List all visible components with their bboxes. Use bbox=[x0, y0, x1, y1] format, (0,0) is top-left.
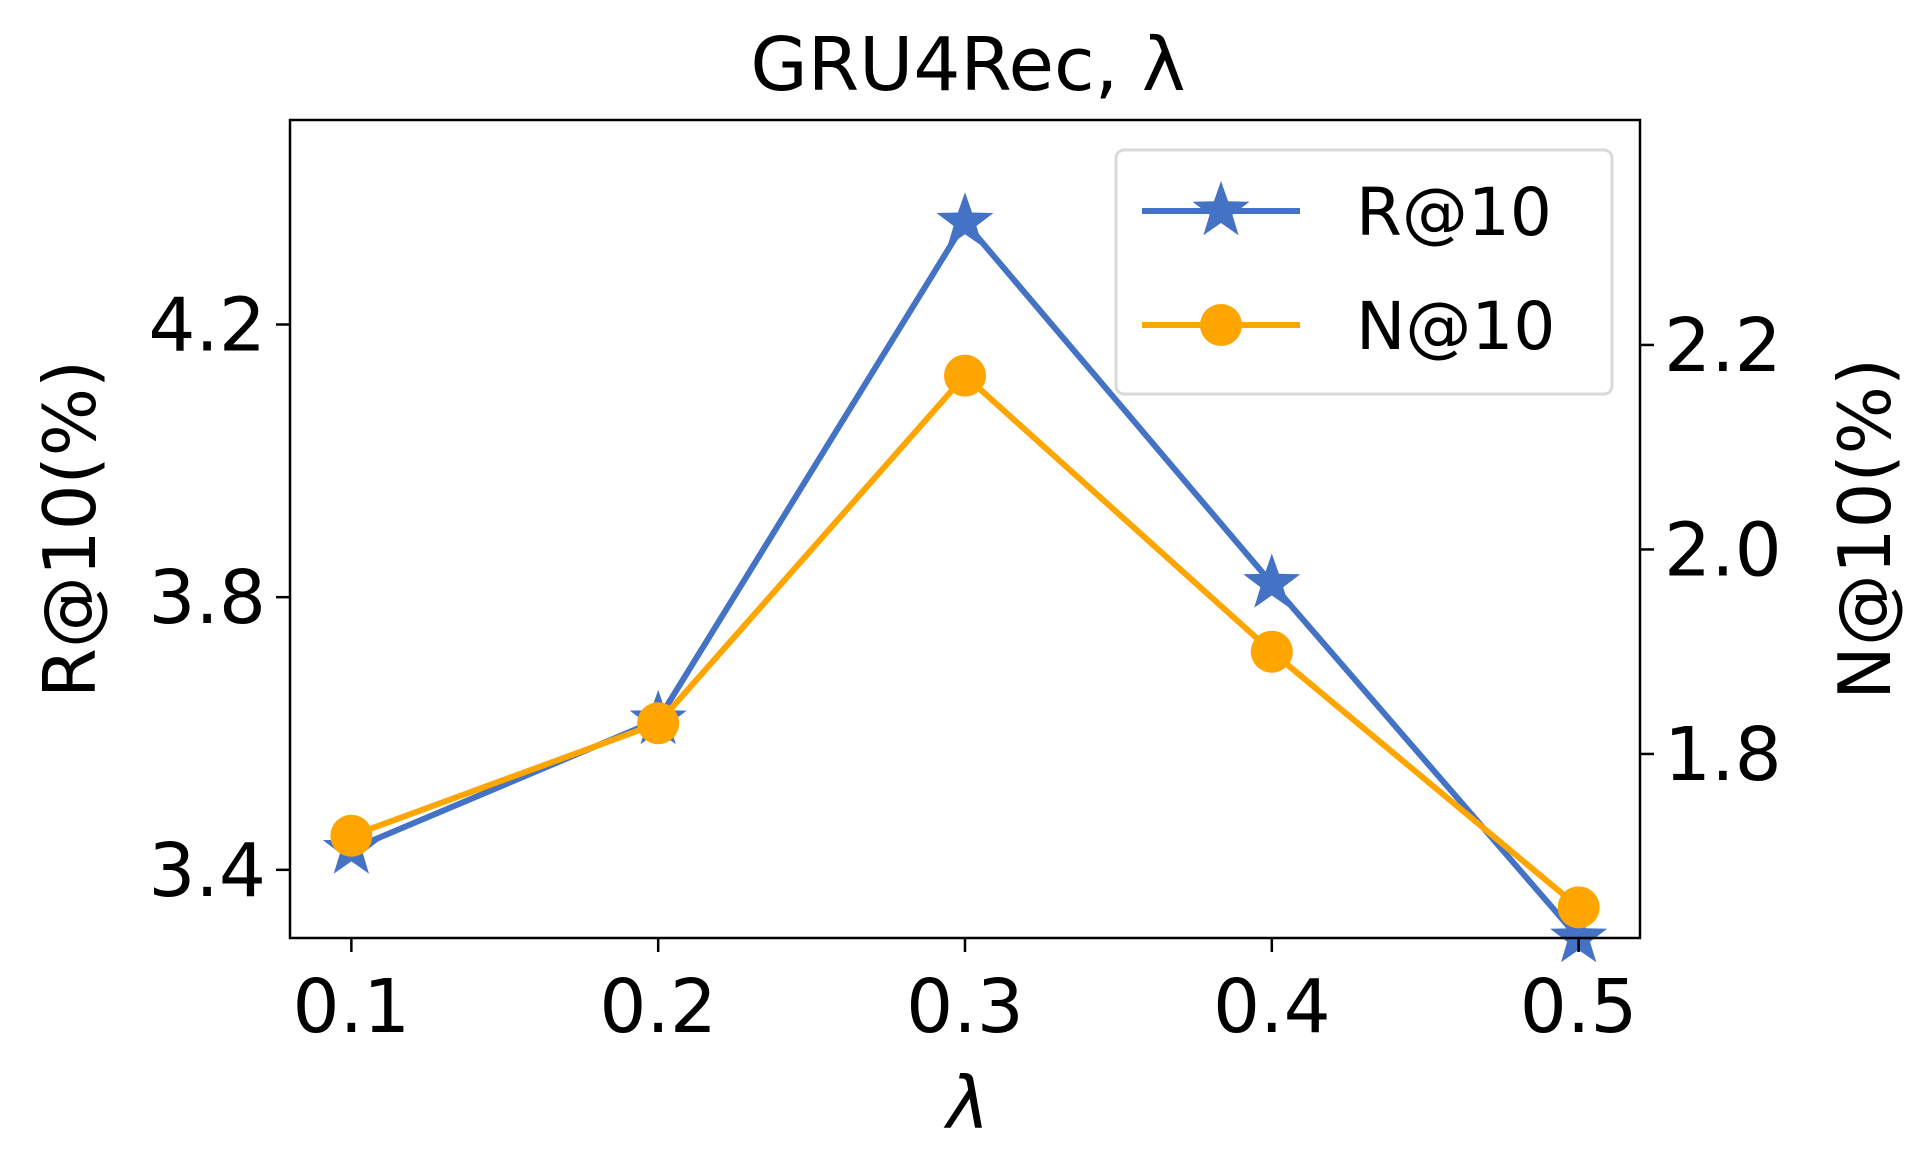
right-y-tick-label: 2.0 bbox=[1664, 507, 1782, 593]
chart-title: GRU4Rec, λ bbox=[750, 22, 1185, 108]
right-y-axis-title: N@10(%) bbox=[1823, 358, 1907, 700]
right-y-tick-label: 2.2 bbox=[1664, 303, 1782, 389]
series-line-1 bbox=[350, 372, 1581, 910]
data-point-circle bbox=[330, 814, 373, 857]
x-axis-title: λ bbox=[943, 1061, 990, 1145]
data-point-circle bbox=[637, 702, 680, 745]
right-y-tick-label: 1.8 bbox=[1664, 712, 1782, 798]
data-point-circle bbox=[1557, 886, 1600, 929]
data-point-circle bbox=[1250, 630, 1293, 673]
left-y-tick-label: 3.4 bbox=[148, 828, 266, 914]
x-tick-label: 0.3 bbox=[906, 964, 1024, 1050]
data-point-star bbox=[936, 192, 994, 247]
legend-label: N@10 bbox=[1356, 288, 1555, 365]
x-tick-label: 0.5 bbox=[1520, 964, 1638, 1050]
data-point-star bbox=[1243, 553, 1301, 608]
x-tick-label: 0.1 bbox=[293, 964, 411, 1050]
left-y-axis-title: R@10(%) bbox=[28, 360, 112, 698]
plot-area bbox=[322, 192, 1608, 963]
legend-marker-circle bbox=[1200, 304, 1242, 346]
legend: R@10N@10 bbox=[1114, 148, 1614, 396]
data-point-star bbox=[1550, 908, 1608, 963]
data-point-circle bbox=[944, 354, 986, 397]
legend-marker-star bbox=[1192, 181, 1250, 236]
left-y-tick-label: 4.2 bbox=[148, 283, 266, 369]
left-y-tick-label: 3.8 bbox=[148, 555, 266, 641]
x-tick-label: 0.2 bbox=[599, 964, 717, 1050]
legend-label: R@10 bbox=[1356, 174, 1552, 251]
axes: 0.1 0.2 0.3 0.4 0.5 3.4 3.8 4.2 1.8 2.0 2.2 bbox=[148, 283, 1781, 1051]
x-tick-label: 0.4 bbox=[1213, 964, 1331, 1050]
